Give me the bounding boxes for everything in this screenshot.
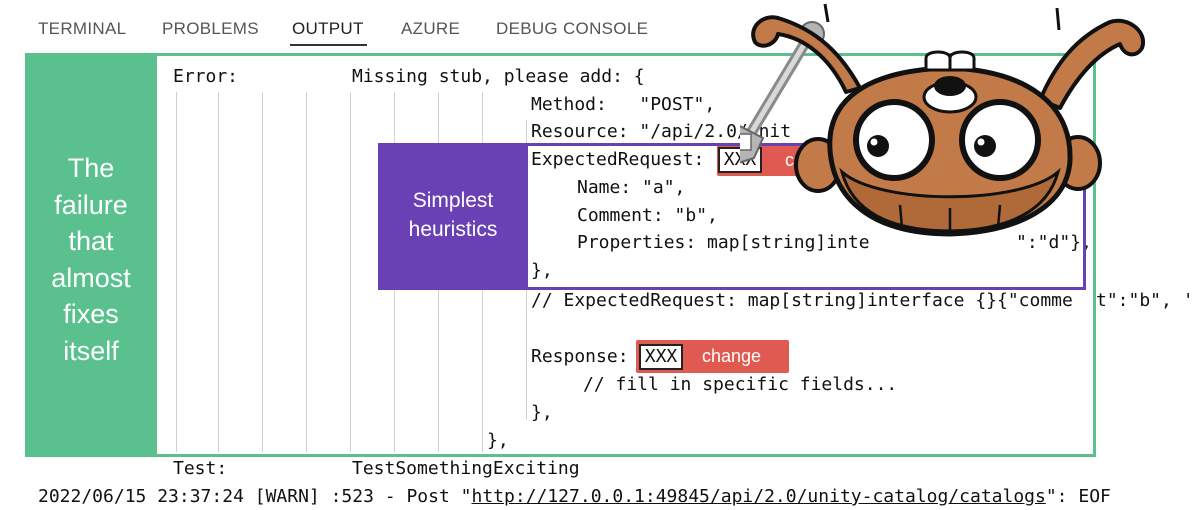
heuristics-word: Simplest — [412, 189, 494, 212]
log-prefix: 2022/06/15 23:37:24 [WARN] :523 - Post " — [38, 486, 472, 507]
change-button-label: c — [785, 150, 794, 170]
active-tab-indicator — [290, 44, 367, 46]
failure-callout-text: The failure that almost fixes itself — [25, 150, 157, 369]
tab-debug-console[interactable]: DEBUG CONSOLE — [496, 19, 649, 38]
failure-word: itself — [63, 335, 119, 366]
expected-close: }, — [531, 260, 553, 281]
method-line: Method: "POST", — [531, 94, 716, 115]
expected-request-key: ExpectedRequest: — [531, 149, 705, 170]
response-placeholder: XXX — [639, 344, 683, 370]
outer-close: }, — [487, 430, 509, 451]
test-name: TestSomethingExciting — [352, 458, 580, 479]
tab-terminal[interactable]: TERMINAL — [38, 19, 127, 38]
indent-guide — [176, 92, 177, 452]
error-label: Error: — [173, 66, 239, 87]
error-message: Missing stub, please add: { — [352, 66, 645, 87]
indent-guide — [262, 92, 263, 452]
expected-request-comment: // ExpectedRequest: map[string]interface… — [531, 290, 1073, 311]
tab-problems[interactable]: PROBLEMS — [162, 19, 259, 38]
heuristics-word: heuristics — [408, 218, 498, 241]
indent-guide — [218, 92, 219, 452]
response-key: Response: — [531, 346, 629, 367]
comment-line: Comment: "b", — [577, 205, 718, 226]
heuristics-callout-panel — [378, 143, 528, 290]
expected-request-comment-tail: t":"b", ' — [1096, 290, 1194, 311]
gopher-mascot-icon — [740, 3, 1146, 237]
response-close: }, — [531, 402, 553, 423]
test-label: Test: — [173, 458, 228, 479]
failure-word: fixes — [63, 299, 119, 329]
indent-guide — [306, 92, 307, 452]
failure-word: that — [68, 226, 114, 256]
failure-word: almost — [51, 262, 131, 293]
tab-output[interactable]: OUTPUT — [292, 19, 364, 38]
name-line: Name: "a", — [577, 177, 686, 198]
failure-word: The — [67, 153, 115, 183]
tab-azure[interactable]: AZURE — [401, 19, 461, 38]
failure-callout-panel — [25, 53, 157, 457]
heuristics-callout-text: Simplest heuristics — [378, 186, 528, 244]
properties-line-tail: ":"d"}, — [1016, 232, 1092, 253]
fill-comment: // fill in specific fields... — [583, 374, 898, 395]
log-line: 2022/06/15 23:37:24 [WARN] :523 - Post "… — [38, 486, 1111, 508]
log-suffix: ": EOF — [1045, 486, 1111, 507]
panel-tab-bar: TERMINAL PROBLEMS OUTPUT AZURE DEBUG CON… — [0, 0, 1200, 60]
properties-line: Properties: map[string]inte — [577, 232, 870, 253]
change-button-label: change — [702, 346, 762, 366]
failure-word: failure — [54, 189, 128, 220]
indent-guide — [350, 92, 351, 452]
log-url-link[interactable]: http://127.0.0.1:49845/api/2.0/unity-cat… — [471, 486, 1046, 507]
